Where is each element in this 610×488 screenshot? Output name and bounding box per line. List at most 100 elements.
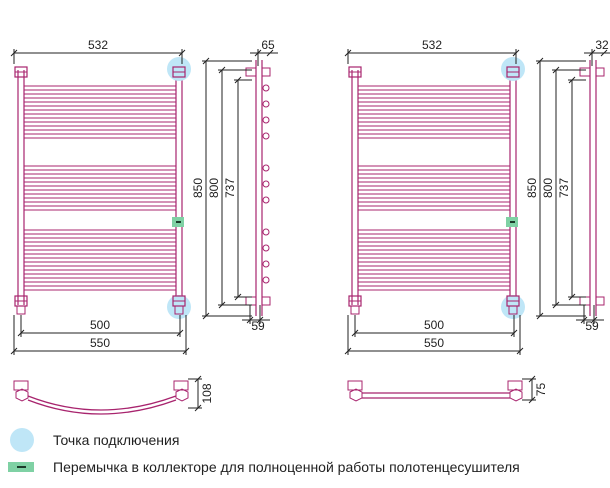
side-bar-end xyxy=(262,260,270,268)
dim-total-width-label: 550 xyxy=(424,336,444,350)
dim-side-depth-label: 32 xyxy=(595,38,609,52)
towel-bar xyxy=(357,85,511,91)
dim-side-depth-label: 65 xyxy=(261,38,275,52)
dim-dim_inner_height-label: 800 xyxy=(541,178,555,198)
towel-bar xyxy=(23,173,177,179)
towel-bar xyxy=(23,165,177,171)
towel-bar xyxy=(357,285,511,291)
dim-tick xyxy=(600,49,608,57)
dim-tick xyxy=(218,66,226,74)
towel-bar xyxy=(23,93,177,99)
side-bar-end xyxy=(262,100,270,108)
dim-tick xyxy=(182,347,190,355)
dim-top-width-label: 532 xyxy=(422,38,442,52)
dim-tick xyxy=(580,316,588,324)
dim-tick xyxy=(516,347,524,355)
legend-connection-row: Точка подключения xyxy=(8,428,179,452)
dim-tick xyxy=(266,49,274,57)
dim-tick xyxy=(351,329,359,337)
towel-bar xyxy=(23,261,177,267)
towel-bar xyxy=(357,269,511,275)
towel-bar xyxy=(23,285,177,291)
dim-tick xyxy=(202,57,210,65)
dim-dim_axis_height-label: 737 xyxy=(557,178,571,198)
plan-hex-nut xyxy=(349,388,363,402)
dim-dim_height-label: 850 xyxy=(191,178,205,198)
dim-tick xyxy=(536,57,544,65)
dim-tick xyxy=(552,66,560,74)
pipe-foot xyxy=(16,305,26,315)
side-fitting xyxy=(579,67,591,77)
towel-bar xyxy=(23,229,177,235)
dim-tick xyxy=(510,329,518,337)
towel-bar xyxy=(23,133,177,139)
towel-bar xyxy=(357,173,511,179)
pipe-foot xyxy=(508,305,518,315)
side-bar-end xyxy=(262,276,270,284)
dim-tick xyxy=(10,347,18,355)
jumper-mark xyxy=(176,221,181,223)
towel-bar xyxy=(357,253,511,259)
plan-hex-nut xyxy=(509,388,523,402)
jumper-icon xyxy=(8,462,34,472)
side-bar-end xyxy=(262,132,270,140)
towel-bar xyxy=(357,101,511,107)
dim-tick xyxy=(590,316,598,324)
dim-top-width-label: 532 xyxy=(88,38,108,52)
towel-bar xyxy=(357,261,511,267)
side-bar-end xyxy=(262,84,270,92)
dim-tick xyxy=(528,375,536,383)
dim-tick xyxy=(552,301,560,309)
dim-offset-label: 59 xyxy=(585,319,599,333)
towel-bar xyxy=(357,133,511,139)
plan-fitting xyxy=(13,380,29,391)
dim-tick xyxy=(10,49,18,57)
towel-bar xyxy=(357,125,511,131)
towel-bar xyxy=(23,237,177,243)
towel-bar xyxy=(357,93,511,99)
dim-tick xyxy=(588,49,596,57)
towel-bar xyxy=(357,189,511,195)
towel-bar xyxy=(357,109,511,115)
dim-tick xyxy=(202,312,210,320)
towel-bar xyxy=(357,181,511,187)
dim-tick xyxy=(234,293,242,301)
legend-jumper-row: Перемычка в коллекторе для полноценной р… xyxy=(8,459,520,475)
connection-point-icon xyxy=(10,428,34,452)
jumper-mark xyxy=(510,221,515,223)
dim-tick xyxy=(512,49,520,57)
dim-plan-depth-label: 75 xyxy=(534,383,548,397)
dim-dim_inner_height-label: 800 xyxy=(207,178,221,198)
side-fitting xyxy=(595,296,605,306)
side-bar-end xyxy=(262,228,270,236)
dim-tick xyxy=(17,329,25,337)
dim-tick xyxy=(536,312,544,320)
plan-hex-nut xyxy=(175,388,189,402)
legend-connection-label: Точка подключения xyxy=(53,432,180,448)
side-bar-end xyxy=(262,164,270,172)
towel-bar xyxy=(357,197,511,203)
dim-tick xyxy=(256,316,264,324)
plan-fitting xyxy=(347,380,363,391)
side-fitting xyxy=(579,296,591,306)
towel-bar xyxy=(357,205,511,211)
towel-bar xyxy=(23,117,177,123)
towel-bar xyxy=(23,181,177,187)
side-fitting xyxy=(261,67,271,77)
side-fitting xyxy=(245,67,257,77)
side-bar-end xyxy=(262,180,270,188)
dim-total-width-label: 550 xyxy=(90,336,110,350)
side-bar-end xyxy=(262,196,270,204)
dim-tick xyxy=(568,293,576,301)
towel-bar xyxy=(357,277,511,283)
dim-tick xyxy=(246,316,254,324)
side-bar-end xyxy=(262,244,270,252)
dim-tick xyxy=(344,49,352,57)
dim-dim_height-label: 850 xyxy=(525,178,539,198)
dim-tick xyxy=(528,396,536,404)
towel-bar xyxy=(357,237,511,243)
plan-fitting xyxy=(507,380,523,391)
dim-tick xyxy=(234,76,242,84)
dim-offset-label: 59 xyxy=(251,319,265,333)
